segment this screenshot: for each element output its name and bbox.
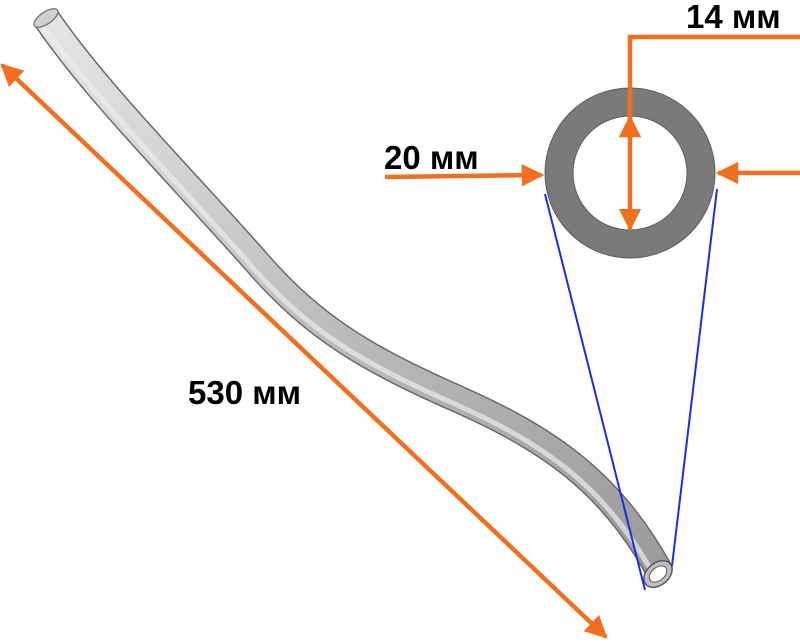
tube — [33, 8, 673, 589]
inner-diameter-leader — [627, 34, 800, 120]
tube-outline — [34, 10, 673, 579]
tube-body — [35, 10, 671, 578]
outer-diameter-leader — [384, 164, 545, 187]
tube-end-bore — [648, 565, 668, 583]
projection-line-right — [671, 188, 718, 567]
inner-diameter-label: 14 мм — [686, 0, 781, 35]
outer-diameter-label: 20 мм — [384, 139, 479, 176]
tube-start-cap — [33, 8, 59, 28]
length-dimension-arrow — [0, 63, 608, 639]
projection-line-left — [544, 193, 646, 591]
length-label: 530 мм — [188, 374, 302, 411]
